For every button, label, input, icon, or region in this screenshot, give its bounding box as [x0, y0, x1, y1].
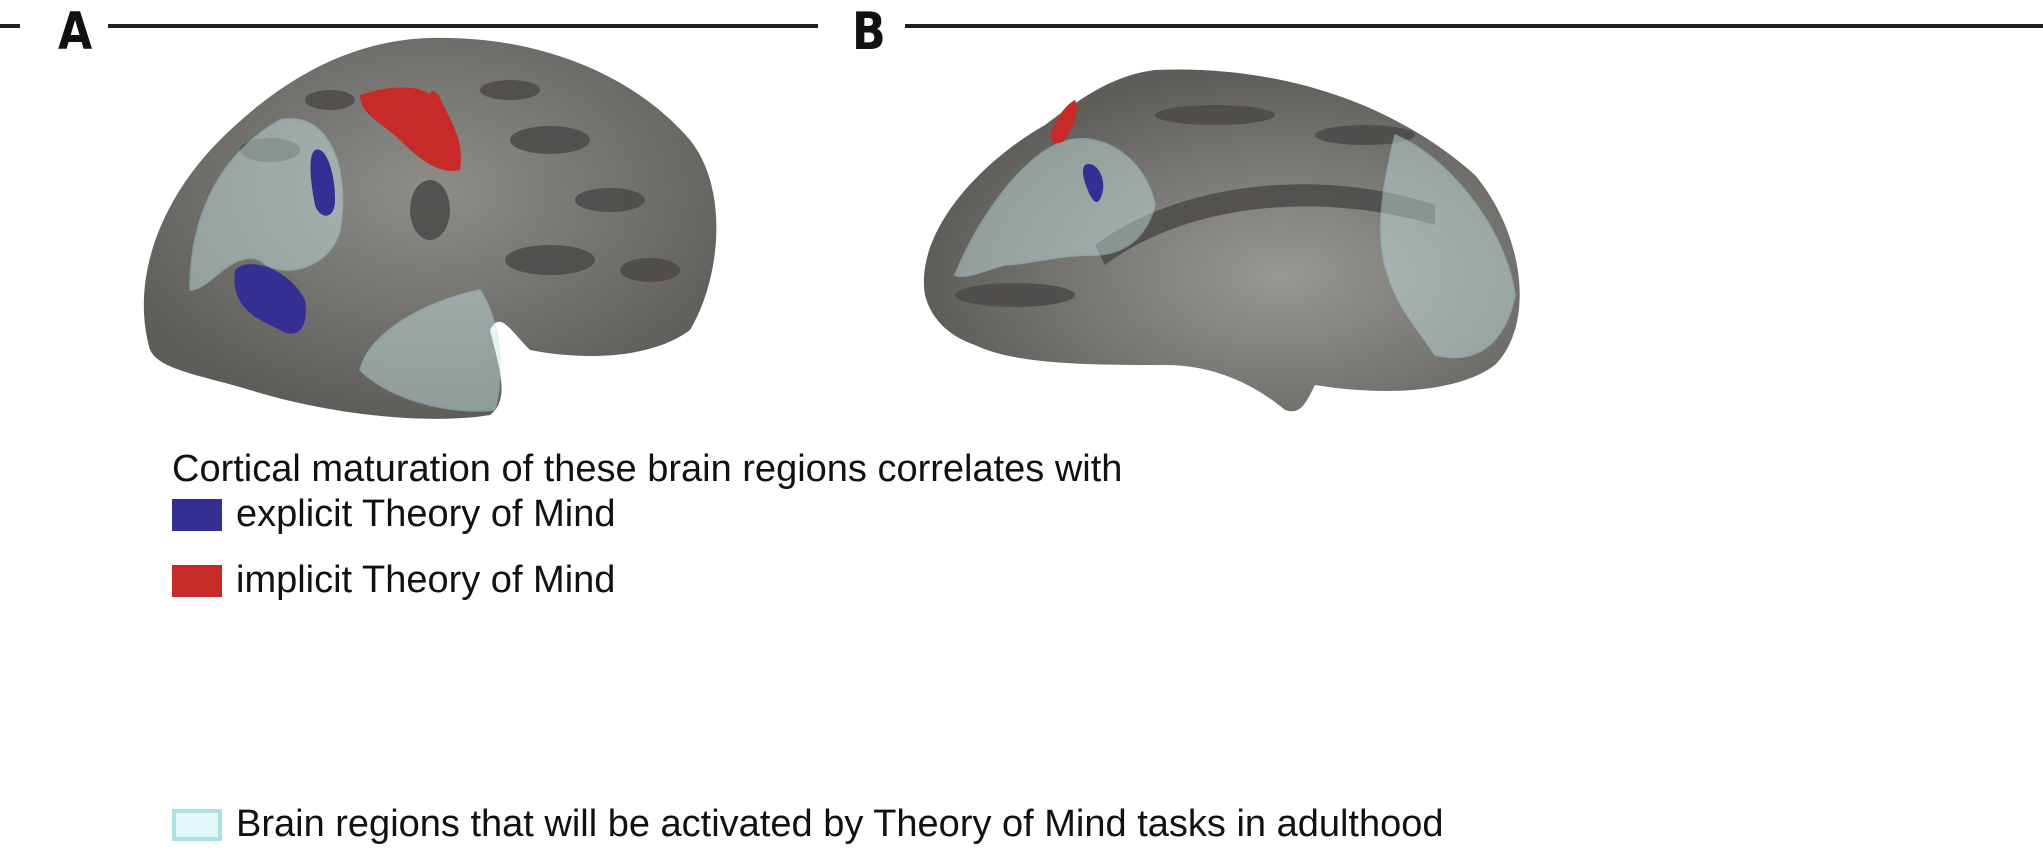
implicit-tom-region	[1050, 100, 1077, 144]
explicit-tom-region	[310, 149, 335, 216]
implicit-swatch	[172, 564, 222, 597]
brain-lateral-view	[143, 37, 717, 419]
adult-tom-region	[1380, 133, 1516, 359]
panel-a-rule	[108, 24, 818, 28]
adult-tom-region	[189, 118, 344, 291]
legend-label: implicit Theory of Mind	[236, 559, 616, 601]
panel-b-rule	[905, 24, 2043, 28]
panel-b-label: B	[852, 2, 886, 62]
panel-a-rule-left	[0, 24, 20, 28]
brain-medial-view	[923, 69, 1520, 412]
explicit-tom-region	[234, 264, 306, 334]
sulci-pattern	[240, 80, 680, 282]
brain-surface	[923, 69, 1520, 412]
legend-label: Brain regions that will be activated by …	[236, 803, 1444, 845]
legend-item-explicit: explicit Theory of Mind	[172, 493, 615, 536]
legend-item-adult-regions: Brain regions that will be activated by …	[172, 803, 1444, 846]
panel-a-label: A	[58, 2, 93, 62]
legend-label: explicit Theory of Mind	[236, 493, 616, 535]
legend-item-implicit: implicit Theory of Mind	[172, 559, 615, 602]
adult-tom-region	[954, 138, 1156, 277]
adult-regions-swatch	[172, 808, 222, 841]
explicit-tom-region	[1082, 164, 1104, 202]
legend-title: Cortical maturation of these brain regio…	[172, 448, 1123, 490]
implicit-tom-region	[360, 87, 461, 171]
explicit-swatch	[172, 498, 222, 531]
adult-tom-region	[359, 289, 501, 412]
sulci-pattern	[955, 105, 1435, 307]
